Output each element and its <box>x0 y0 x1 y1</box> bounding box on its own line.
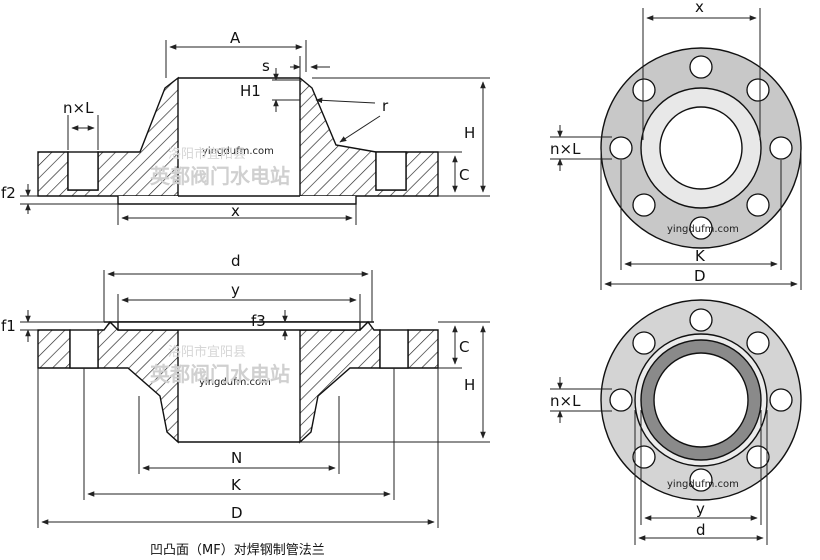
watermark-url-3: yingdufm.com <box>667 224 739 235</box>
female-front-view <box>600 299 802 501</box>
label-C-2: C <box>459 338 469 356</box>
label-y-front: y <box>696 500 705 518</box>
label-D-front: D <box>694 267 706 285</box>
male-front-dimensions: x n×L K D <box>550 0 802 290</box>
male-bore-view <box>659 106 743 190</box>
label-D: D <box>231 504 243 522</box>
male-bolt-hole-left <box>67 151 99 191</box>
watermark-url-4: yingdufm.com <box>667 479 739 490</box>
watermark-city-2: 洛阳市宜阳县 <box>168 344 246 360</box>
label-y: y <box>231 281 240 299</box>
label-nxL: n×L <box>63 99 94 117</box>
female-recess <box>117 321 361 331</box>
male-front-view <box>600 47 802 249</box>
watermark-brand-2: 英都阀门水电站 <box>150 362 290 386</box>
watermark-city-1: 洛阳市宜阳县 <box>168 146 246 162</box>
female-front-dimensions: n×L y d <box>550 377 768 545</box>
label-A: A <box>230 29 241 47</box>
label-H-2: H <box>464 376 475 394</box>
label-x: x <box>231 202 240 220</box>
label-nxL-front-2: n×L <box>550 392 581 410</box>
male-flange-section <box>37 76 439 205</box>
male-right-body <box>299 76 439 197</box>
watermarks: yingdufm.com 洛阳市宜阳县 英都阀门水电站 yingdufm.com… <box>150 146 739 490</box>
female-flange-section <box>37 320 439 444</box>
label-K-front: K <box>695 247 706 265</box>
label-H: H <box>464 124 475 142</box>
male-dimensions: A s H1 r H C n×L f2 x <box>1 29 490 225</box>
male-bolt-hole-right <box>375 151 407 191</box>
female-right-body <box>299 320 439 444</box>
female-bore-view <box>653 352 749 448</box>
watermark-brand-1: 英都阀门水电站 <box>150 164 290 188</box>
label-C: C <box>459 166 469 184</box>
label-f2: f2 <box>1 184 16 202</box>
label-r: r <box>382 97 389 115</box>
label-K: K <box>231 476 242 494</box>
label-f3: f3 <box>251 312 266 330</box>
female-bolt-hole-right <box>379 329 409 369</box>
watermark-url-2: yingdufm.com <box>199 377 271 388</box>
female-bolt-hole-left <box>69 329 99 369</box>
label-N: N <box>231 449 242 467</box>
label-f1: f1 <box>1 317 16 335</box>
label-x-front: x <box>695 0 704 16</box>
female-bolt-holes <box>609 308 793 492</box>
label-s: s <box>262 57 270 75</box>
drawing-caption: 凹凸面（MF）对焊钢制管法兰 <box>150 543 325 558</box>
label-d-front: d <box>696 521 706 539</box>
label-H1: H1 <box>240 82 261 100</box>
male-bolt-holes <box>609 55 793 240</box>
watermark-url-1: yingdufm.com <box>202 146 274 157</box>
label-d: d <box>231 252 241 270</box>
female-dimensions: d y f3 f1 C H N K D <box>1 252 490 528</box>
label-nxL-front: n×L <box>550 140 581 158</box>
male-raised-face <box>117 196 357 205</box>
